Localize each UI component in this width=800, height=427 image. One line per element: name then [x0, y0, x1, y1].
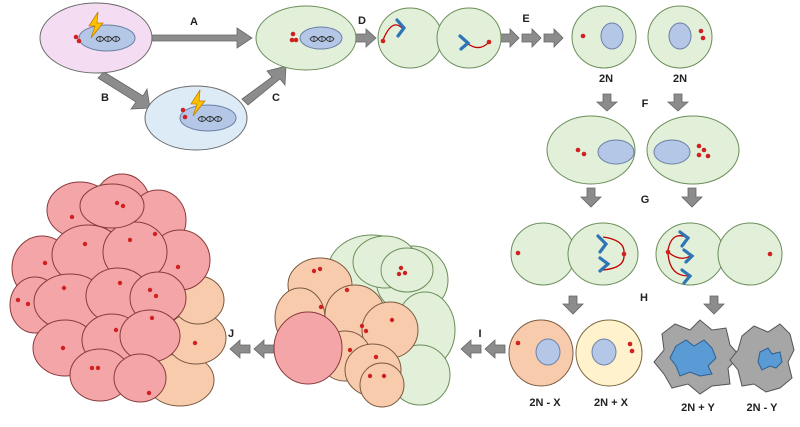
arrow-c: [241, 65, 287, 106]
step-label-j: J: [228, 328, 234, 340]
nucleus: [668, 22, 692, 50]
ploidy-label-daughter-right: 2N: [673, 73, 687, 85]
step-label-e: E: [522, 13, 529, 25]
arrow-i2: [460, 339, 482, 359]
step-labels: A B C D E F G H I J: [101, 13, 649, 340]
dividing-cell-g-left: [510, 222, 639, 286]
dead-cell-minus-y: [729, 323, 795, 393]
arrow-e2: [521, 28, 542, 48]
tumor-mass: [9, 173, 227, 407]
step-label-h: H: [640, 292, 648, 304]
arrow-e1: [499, 28, 520, 48]
daughter-cell-left: [571, 5, 637, 69]
mutated-cell: [144, 85, 248, 151]
initial-cell: [39, 2, 153, 74]
arrow-b: [97, 71, 151, 110]
chromosome: [395, 18, 407, 38]
chromosome: [680, 268, 693, 285]
chromosome: [678, 230, 691, 248]
step-label-b: B: [101, 92, 109, 104]
ploidy-label-minus-x: 2N - X: [529, 397, 561, 409]
nucleus: [179, 104, 237, 132]
chromosome: [682, 248, 695, 264]
arrow-e3: [543, 28, 564, 48]
nucleus: [600, 22, 624, 50]
arrow-g-left: [580, 187, 602, 208]
mixed-cell-cluster: [273, 234, 456, 408]
arrow-g-right: [681, 187, 703, 208]
nucleus: [299, 26, 343, 50]
chromosome: [596, 234, 609, 254]
daughter-cell-right: [647, 5, 713, 69]
arrow-d: [353, 28, 377, 48]
arrow-j1: [253, 339, 275, 359]
arrow-a: [144, 27, 253, 49]
ploidy-label-minus-y: 2N - Y: [747, 402, 779, 414]
dividing-cell-d: [377, 7, 502, 69]
arrow-f-right: [666, 93, 690, 112]
arrow-j2: [229, 339, 251, 359]
ploidy-label-daughter-left: 2N: [599, 73, 613, 85]
nucleus: [597, 139, 635, 165]
step-label-g: G: [641, 194, 650, 206]
ploidy-labels: 2N 2N 2N - X 2N + X 2N + Y 2N - Y: [529, 73, 778, 414]
step-label-i: I: [478, 328, 481, 340]
step-label-f: F: [642, 98, 649, 110]
arrow-h-right: [703, 295, 725, 315]
step-label-a: A: [190, 16, 198, 28]
arrows: [97, 27, 725, 359]
step-label-c: C: [272, 92, 280, 104]
arrow-h-left: [562, 295, 584, 315]
dividing-cell-g-right: [655, 222, 783, 286]
nucleus: [535, 338, 561, 366]
ploidy-label-plus-x: 2N + X: [594, 397, 629, 409]
nucleus: [653, 139, 691, 165]
dead-cell-plus-y: [653, 319, 741, 395]
step-label-d: D: [358, 15, 366, 27]
cell-minus-x: [508, 319, 574, 387]
cell-after-a: [255, 5, 357, 71]
ploidy-label-plus-y: 2N + Y: [681, 402, 715, 414]
cell-f-left: [546, 115, 636, 185]
arrow-f-left: [595, 93, 619, 112]
arrow-i1: [484, 339, 506, 359]
chromosome: [458, 34, 471, 51]
nucleus: [591, 338, 617, 366]
cell-f-right: [646, 115, 740, 185]
nucleus: [78, 24, 136, 52]
chromosome: [598, 256, 611, 273]
cell-plus-x: [575, 319, 643, 387]
